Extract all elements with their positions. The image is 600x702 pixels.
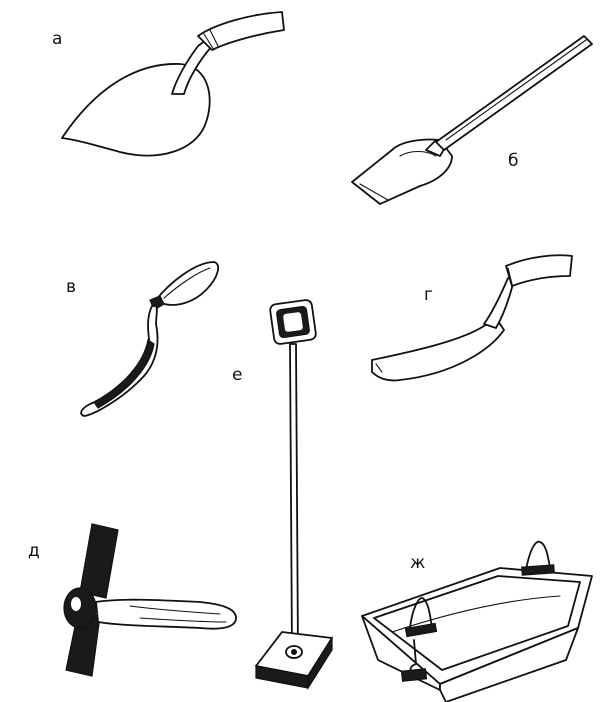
jointer-figure <box>80 261 220 417</box>
trowel-figure <box>61 11 285 157</box>
label-zh: ж <box>410 553 425 573</box>
label-e: е <box>232 365 242 385</box>
label-g: г <box>424 285 433 305</box>
label-d: д <box>28 541 40 561</box>
pick-hammer-figure <box>63 523 237 677</box>
label-v: в <box>66 277 76 297</box>
label-a: а <box>52 29 62 49</box>
label-b: б <box>508 151 518 171</box>
bent-trowel-figure <box>371 254 573 382</box>
stirrer-figure <box>255 299 333 691</box>
mortar-box-figure <box>361 540 593 702</box>
shovel-figure <box>351 35 593 205</box>
